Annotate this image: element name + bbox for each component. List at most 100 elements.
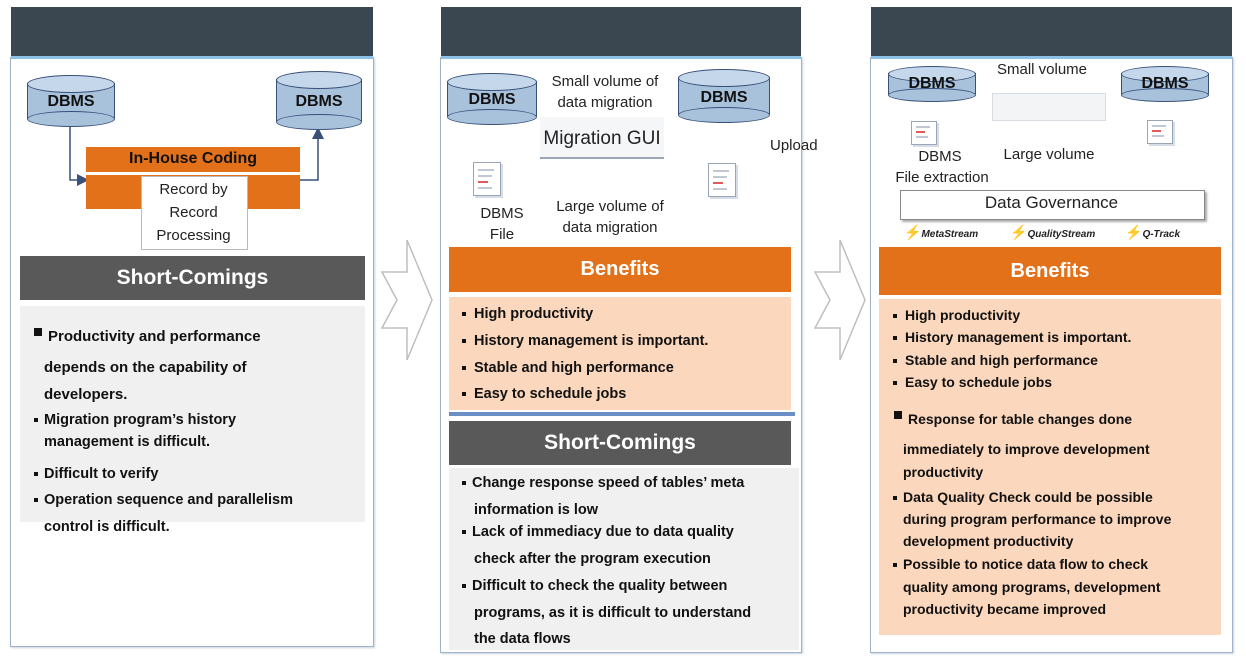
p2-benefit-3-text: Stable and high performance (474, 360, 674, 376)
panel1-topline (11, 56, 373, 59)
p2-benefit-2: History management is important. (462, 333, 708, 349)
p2-short-2: Lack of immediacy due to data quality (462, 524, 734, 540)
panel3-topline (871, 56, 1232, 59)
panel1-header (11, 7, 373, 57)
p2-short-3-line-2: programs, as it is difficult to understa… (474, 605, 752, 621)
p2-short-1: Change response speed of tables’ meta (462, 475, 744, 491)
p3-benefit-1: High productivity (893, 307, 1020, 323)
panel1-shortcomings-box (20, 306, 365, 522)
p3-extra-1-line-3: productivity (903, 464, 984, 480)
p3-file-icon-left (911, 121, 937, 145)
p2-benefit-1-text: High productivity (474, 306, 594, 322)
p3-extra-3-line-2: quality among programs, development (903, 579, 1161, 595)
record-line-2: Record (169, 204, 218, 221)
p3-benefit-4: Easy to schedule jobs (893, 374, 1052, 390)
p3-small-volume: Small volume (996, 61, 1088, 78)
metastream-logo-text: MetaStream (921, 229, 979, 240)
p3-file-icon-right (1147, 120, 1173, 144)
panel2-shortcomings-title: Short-Comings (449, 421, 791, 465)
p3-extra-1-line-2: immediately to improve development (903, 441, 1150, 457)
panel2-shortcomings-box (449, 468, 799, 650)
qtrack-logo-text: Q-Track (1142, 229, 1181, 240)
panel2-db-right: DBMS (678, 69, 770, 123)
p2-small-volume-2: data migration (557, 94, 653, 111)
migration-gui-thumbnail (540, 117, 664, 159)
panel2-benefits-title: Benefits (449, 247, 791, 292)
p3-extra-3: Possible to notice data flow to check (893, 556, 1148, 572)
p2-short-1-line-1: Change response speed of tables’ meta (472, 475, 745, 491)
migration-gui-label: Migration GUI (543, 128, 661, 149)
p3-large-volume: Large volume (1003, 146, 1095, 163)
p3-benefit-4-text: Easy to schedule jobs (905, 374, 1053, 390)
panel3-db-right: DBMS (1121, 66, 1209, 102)
panel3-benefits-title: Benefits (879, 247, 1221, 295)
p3-extra-1-line-1: Response for table changes done (908, 411, 1133, 427)
p2-short-1-line-2: information is low (474, 502, 599, 518)
panel1-db-right: DBMS (276, 71, 362, 130)
p3-screenshot-thumbnail (992, 93, 1106, 121)
panel1-shortcomings-title: Short-Comings (20, 256, 365, 300)
arrow-p1-right (300, 127, 324, 181)
data-governance-label: Data Governance (984, 193, 1119, 212)
upload-label: Upload (770, 137, 818, 154)
qualitystream-logo-text: QualityStream (1027, 229, 1096, 240)
p1-item-3: Difficult to verify (34, 466, 158, 482)
p1-item-2: Migration program’s history (34, 412, 236, 428)
p3-benefit-2-text: History management is important. (905, 329, 1132, 345)
record-line-3: Processing (156, 227, 231, 244)
panel3-db-right-label: DBMS (1141, 75, 1189, 92)
panel3-header (871, 7, 1232, 57)
p1-item-1-line-2: depends on the capability of (44, 359, 247, 376)
p3-extra-3-line-1: Possible to notice data flow to check (903, 556, 1149, 572)
p3-benefit-1-text: High productivity (905, 307, 1021, 323)
p2-dbms-file-1: DBMS (480, 205, 524, 222)
p1-item-4-line-1: Operation sequence and parallelism (44, 492, 293, 508)
p1-item-1: Productivity and performance (34, 328, 261, 345)
record-box (141, 176, 248, 250)
panel2-header (441, 7, 801, 57)
p2-dbms-file-2: File (489, 226, 515, 243)
p3-extra-1: Response for table changes done (894, 411, 1132, 427)
p1-item-2-line-1: Migration program’s history (44, 412, 237, 428)
p1-item-1-line-1: Productivity and performance (48, 328, 261, 345)
p2-benefit-3: Stable and high performance (462, 360, 674, 376)
chevron-arrow-2 (813, 239, 866, 361)
p2-short-2-line-1: Lack of immediacy due to data quality (472, 524, 734, 540)
p3-dbms-file-1: DBMS (918, 148, 962, 165)
p3-dbms-file-2: File extraction (895, 169, 989, 186)
p2-benefit-4: Easy to schedule jobs (462, 386, 626, 402)
metastream-logo: ⚡MetaStream (904, 224, 979, 240)
panel3-db-left-label: DBMS (908, 75, 956, 92)
qtrack-logo: ⚡Q-Track (1125, 224, 1181, 240)
panel1-db-left-label: DBMS (47, 93, 95, 110)
panel1-db-left: DBMS (27, 75, 115, 127)
p3-benefit-2: History management is important. (893, 329, 1131, 345)
panel2-divider (449, 412, 795, 416)
p2-short-3: Difficult to check the quality between (462, 578, 727, 594)
data-governance-box (900, 190, 1205, 220)
p2-benefit-1: High productivity (462, 306, 593, 322)
p1-item-2-line-2: management is difficult. (44, 434, 210, 450)
p3-extra-3-line-3: productivity became improved (903, 601, 1107, 617)
p3-extra-2: Data Quality Check could be possible (893, 489, 1153, 505)
inhouse-divider (86, 172, 300, 175)
panel2-benefits-box (449, 297, 791, 410)
qualitystream-logo: ⚡QualityStream (1010, 224, 1096, 240)
p1-item-1-line-3: developers. (44, 386, 128, 403)
p2-file-icon-left (473, 162, 501, 196)
p2-large-volume-1: Large volume of (556, 198, 664, 215)
p2-small-volume-1: Small volume of (551, 73, 659, 90)
panel3-db-left: DBMS (888, 66, 976, 102)
inhouse-label: In-House Coding (129, 150, 257, 167)
p3-benefit-3: Stable and high performance (893, 352, 1098, 368)
panel2-db-left-label: DBMS (468, 91, 516, 108)
panel2-topline (441, 56, 801, 59)
p2-short-2-line-2: check after the program execution (474, 551, 711, 567)
p1-item-4-line-2: control is difficult. (44, 519, 170, 535)
p3-extra-2-line-2: during program performance to improve (903, 511, 1172, 527)
p1-item-3-line-1: Difficult to verify (44, 466, 159, 482)
arrow-p1-left (69, 124, 89, 186)
p3-extra-2-line-3: development productivity (903, 533, 1074, 549)
p3-extra-2-line-1: Data Quality Check could be possible (903, 489, 1153, 505)
p3-benefit-3-text: Stable and high performance (905, 352, 1098, 368)
